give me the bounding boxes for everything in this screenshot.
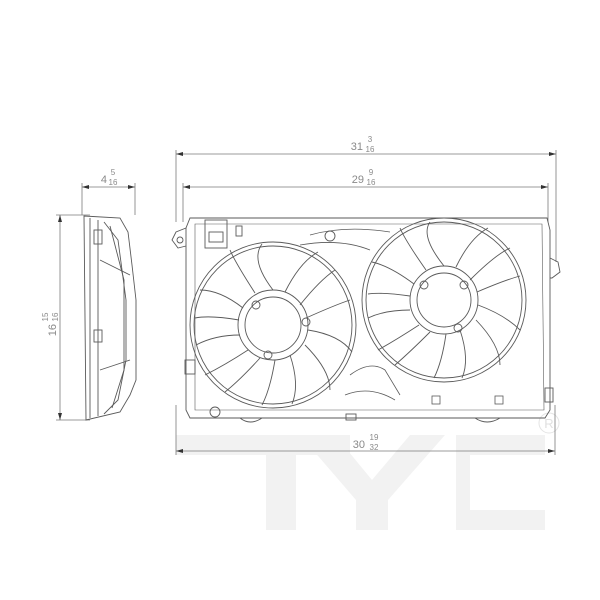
svg-text:16: 16 <box>47 324 59 336</box>
svg-text:4: 4 <box>101 174 107 186</box>
right-fan-blades <box>367 221 521 379</box>
svg-text:16: 16 <box>367 178 376 187</box>
svg-text:19: 19 <box>370 433 379 442</box>
right-fan <box>361 217 527 383</box>
dim-bottom-width: 30 19 32 <box>353 433 379 452</box>
svg-text:31: 31 <box>351 141 363 153</box>
svg-text:16: 16 <box>109 178 118 187</box>
registered-mark-icon <box>538 412 560 434</box>
svg-text:9: 9 <box>369 168 374 177</box>
arrowheads <box>58 152 556 453</box>
svg-text:30: 30 <box>353 439 365 451</box>
dim-depth: 4 5 16 <box>101 168 118 187</box>
dim-overall-width: 31 3 16 <box>351 135 375 154</box>
svg-text:32: 32 <box>370 443 379 452</box>
dimension-lines <box>56 150 557 455</box>
side-view <box>83 215 137 421</box>
svg-text:29: 29 <box>352 174 364 186</box>
dim-inner-width: 29 9 16 <box>352 168 376 187</box>
svg-text:16: 16 <box>51 312 60 321</box>
registered-mark: R <box>544 416 553 431</box>
shroud-braces <box>299 228 504 405</box>
left-fan <box>189 241 357 409</box>
dim-height: 16 15 16 <box>41 312 60 336</box>
svg-text:5: 5 <box>111 168 116 177</box>
svg-text:3: 3 <box>368 135 373 144</box>
tyc-watermark <box>176 435 545 530</box>
left-fan-blades <box>194 243 353 406</box>
svg-text:16: 16 <box>366 145 375 154</box>
svg-text:15: 15 <box>41 312 50 321</box>
